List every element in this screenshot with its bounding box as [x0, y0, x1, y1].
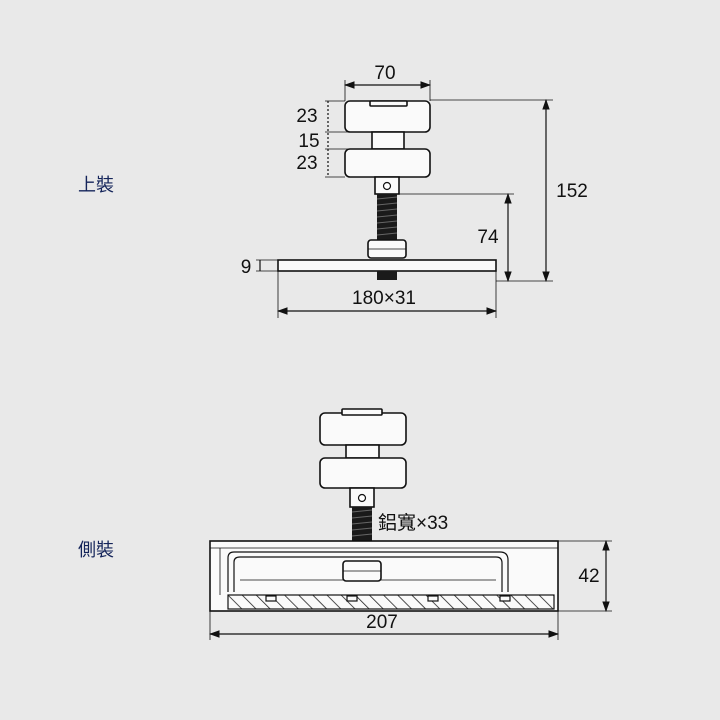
dim-plate-size: 180×31 — [352, 288, 416, 309]
base-screw — [265, 595, 277, 602]
mounting-plate — [277, 259, 497, 272]
dim-side-height: 42 — [578, 566, 599, 587]
side-mount-label: 側裝 — [78, 540, 114, 561]
u-handle — [227, 551, 509, 592]
dim-aluminum-width: 鋁寬×33 — [378, 512, 448, 534]
side-knob-upper-cap — [319, 412, 407, 446]
hatched-base — [227, 594, 555, 610]
knob-neck — [371, 131, 405, 150]
dim-gap: 15 — [298, 131, 319, 152]
dim-knob-width: 70 — [374, 63, 395, 84]
side-knob-lower-cap — [319, 457, 407, 489]
side-bolt-hole — [357, 493, 367, 503]
knob-lower-cap — [344, 148, 431, 178]
base-screw — [499, 595, 511, 602]
dim-cap-top: 23 — [296, 106, 317, 127]
dim-plate-thickness: 9 — [241, 257, 252, 278]
base-screw — [427, 595, 439, 602]
top-mount-label: 上裝 — [78, 175, 114, 196]
dim-total-height: 152 — [556, 181, 588, 202]
side-mount-view: 鋁寬×33 42 207 — [208, 408, 612, 640]
dim-cap-bottom: 23 — [296, 153, 317, 174]
threaded-bolt — [377, 194, 397, 244]
base-screw — [346, 595, 358, 602]
side-knob-neck — [345, 444, 380, 459]
knob-top-boss — [369, 100, 408, 107]
bolt-tip — [377, 271, 397, 280]
top-mount-view: 70 23 15 23 152 74 9 180×31 — [241, 63, 588, 318]
bolt-hole — [382, 181, 392, 191]
side-knob-top-boss — [341, 408, 383, 416]
dim-bolt-height: 74 — [477, 227, 499, 248]
dim-side-length: 207 — [366, 612, 398, 633]
